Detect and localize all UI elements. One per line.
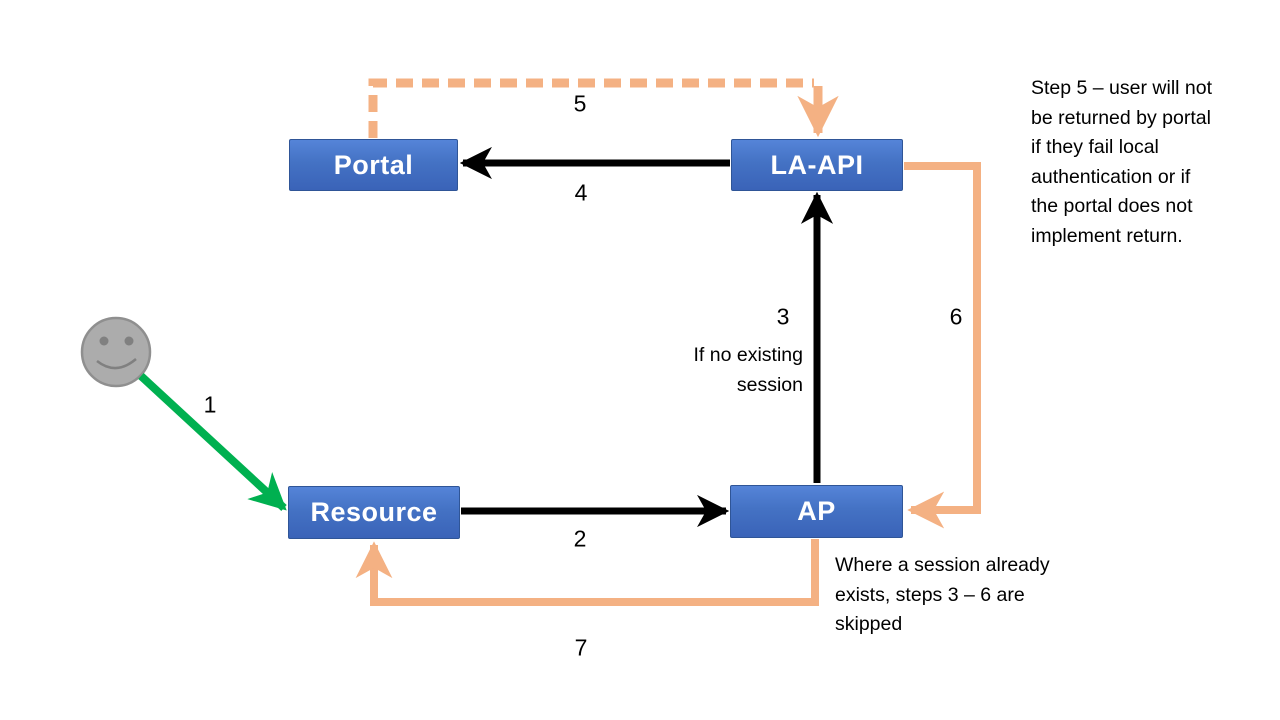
user-actor-icon [80, 316, 152, 388]
node-resource: Resource [288, 486, 460, 539]
step-label-5: 5 [573, 90, 587, 117]
node-ap: AP [730, 485, 903, 538]
node-portal: Portal [289, 139, 458, 191]
arrow-step-1 [138, 373, 287, 511]
step-label-6: 6 [949, 303, 963, 330]
note-line: be returned by portal [1031, 106, 1211, 129]
note-line: implement return. [1031, 224, 1183, 247]
step-label-3: 3 [776, 303, 790, 330]
condition-line: session [736, 373, 803, 396]
step-label-4: 4 [574, 179, 588, 206]
smiley-right-eye-icon [124, 336, 134, 346]
note-line: skipped [835, 613, 903, 635]
arrow-step-5-dashed-line [368, 78, 814, 138]
smiley-left-eye-icon [99, 336, 109, 346]
note-step5: Step 5 – user will not be returned by po… [1031, 74, 1212, 251]
node-la-api: LA-API [731, 139, 903, 191]
note-line: Where a session already [835, 554, 1050, 576]
smiley-face-icon [80, 316, 152, 388]
condition-label-no-session: If no existing session [603, 341, 803, 400]
step-label-7: 7 [574, 634, 588, 661]
note-line: Step 5 – user will not [1031, 77, 1213, 99]
note-line: exists, steps 3 – 6 are [835, 583, 1025, 606]
note-session-exists: Where a session already exists, steps 3 … [835, 551, 1050, 640]
step-label-2: 2 [573, 525, 587, 552]
note-line: the portal does not [1031, 195, 1193, 217]
arrow-step-6 [904, 162, 981, 529]
note-line: if they fail local [1031, 136, 1159, 158]
condition-line: If no existing [693, 344, 803, 366]
arrow-step-7 [355, 539, 819, 606]
smiley-mouth-icon [96, 358, 137, 370]
note-line: authentication or if [1031, 165, 1191, 188]
step-label-1: 1 [203, 391, 217, 418]
